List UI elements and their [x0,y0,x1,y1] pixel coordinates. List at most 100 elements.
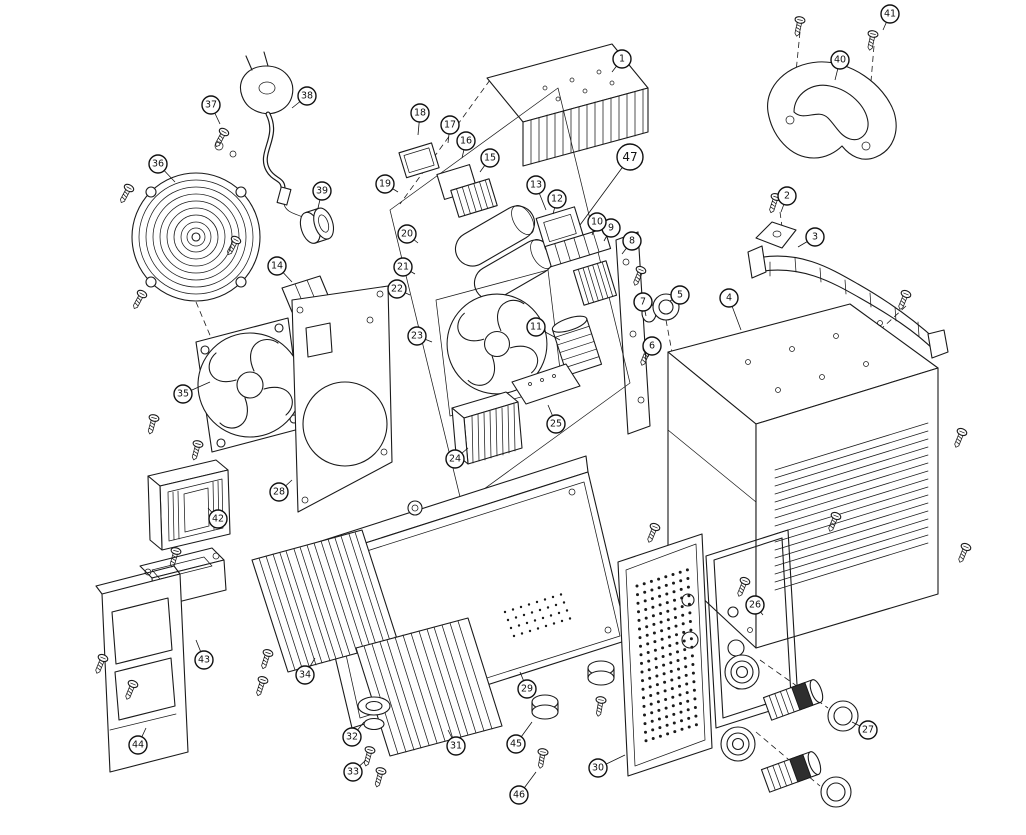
screw-icon [371,766,388,789]
callout-45: 45 [506,721,533,754]
svg-text:7: 7 [640,297,646,308]
screw-icon [592,695,608,718]
screw-icon [360,745,377,768]
svg-text:22: 22 [391,284,403,295]
mid-heatsink [572,260,618,306]
screw-icon [211,126,231,150]
callout-17: 17 [440,115,460,144]
power-cord [240,51,309,221]
callout-30: 30 [588,754,626,778]
callout-12: 12 [547,189,567,215]
callout-46: 46 [509,771,537,805]
svg-text:31: 31 [450,741,462,752]
callout-42: 42 [207,507,228,529]
svg-text:38: 38 [301,91,313,102]
callout-6: 6 [642,336,662,358]
svg-text:2: 2 [784,191,790,202]
svg-text:17: 17 [444,120,456,131]
callout-39: 39 [312,181,332,209]
main-heatsink [486,43,649,167]
callout-33: 33 [343,759,367,782]
callout-2: 2 [777,186,797,213]
svg-text:18: 18 [414,108,426,119]
screw-icon [629,264,648,288]
callout-35: 35 [173,381,211,404]
callout-44: 44 [128,727,148,755]
svg-text:34: 34 [299,670,311,681]
relay-box [398,142,440,179]
svg-text:40: 40 [834,55,846,66]
svg-text:20: 20 [401,229,413,240]
callout-25: 25 [546,404,566,434]
svg-text:23: 23 [411,331,423,342]
svg-text:12: 12 [551,194,563,205]
main-transformer [451,391,523,465]
callout-43: 43 [194,639,214,670]
svg-text:41: 41 [884,9,896,20]
output-coil [551,315,603,376]
callout-31: 31 [446,729,466,756]
screw-icon [534,747,550,770]
screw-icon [144,413,161,436]
svg-text:4: 4 [726,293,732,304]
callout-34: 34 [295,657,316,685]
side-rail-bracket [615,231,651,435]
svg-text:43: 43 [198,655,210,666]
fan-grill [131,172,261,302]
perforated-front-panel [617,533,713,777]
svg-text:39: 39 [316,186,328,197]
screw-icon [257,647,275,671]
svg-text:14: 14 [271,261,283,272]
svg-text:42: 42 [212,514,224,525]
callout-18: 18 [410,103,430,136]
svg-text:24: 24 [449,454,461,465]
foot-washer [357,696,391,731]
callout-26: 26 [745,595,765,616]
screw-icon [864,29,880,52]
callout-8: 8 [621,231,642,255]
small-pcb [511,363,581,405]
svg-text:5: 5 [677,290,683,301]
screw-icon [252,674,270,698]
screw-icon [643,521,662,545]
small-heatsink [450,178,498,218]
callout-27: 27 [851,720,878,740]
callout-19: 19 [375,174,399,194]
svg-text:19: 19 [379,179,391,190]
screw-icon [950,426,969,450]
callout-24: 24 [445,447,469,469]
callout-36: 36 [148,154,176,183]
callout-37: 37 [201,95,221,125]
rubber-foot [531,694,559,720]
fan-bracket-panel [291,285,393,513]
pcb-assembly [389,87,651,506]
svg-text:45: 45 [510,739,522,750]
svg-text:47: 47 [622,150,637,164]
flex-strap [747,245,949,359]
svg-text:9: 9 [608,223,614,234]
screw-icon [188,439,205,462]
svg-text:35: 35 [177,389,189,400]
cooling-fan [195,317,304,453]
cord-grommet [299,207,335,244]
callout-13: 13 [526,175,547,211]
terminal-strip [544,227,612,268]
callout-7: 7 [633,292,653,317]
side-frame [95,565,189,773]
screw-icon [954,541,973,565]
callout-5: 5 [669,285,690,305]
callout-21: 21 [393,257,416,277]
svg-text:11: 11 [530,322,542,333]
svg-text:15: 15 [484,153,496,164]
callout-47: 47 [579,143,644,226]
svg-text:46: 46 [513,790,525,801]
capacitor [454,205,536,267]
svg-text:37: 37 [205,100,217,111]
svg-text:13: 13 [530,180,542,191]
svg-text:33: 33 [347,767,359,778]
callout-11: 11 [526,317,561,341]
svg-text:25: 25 [550,419,562,430]
callout-28: 28 [269,479,293,502]
